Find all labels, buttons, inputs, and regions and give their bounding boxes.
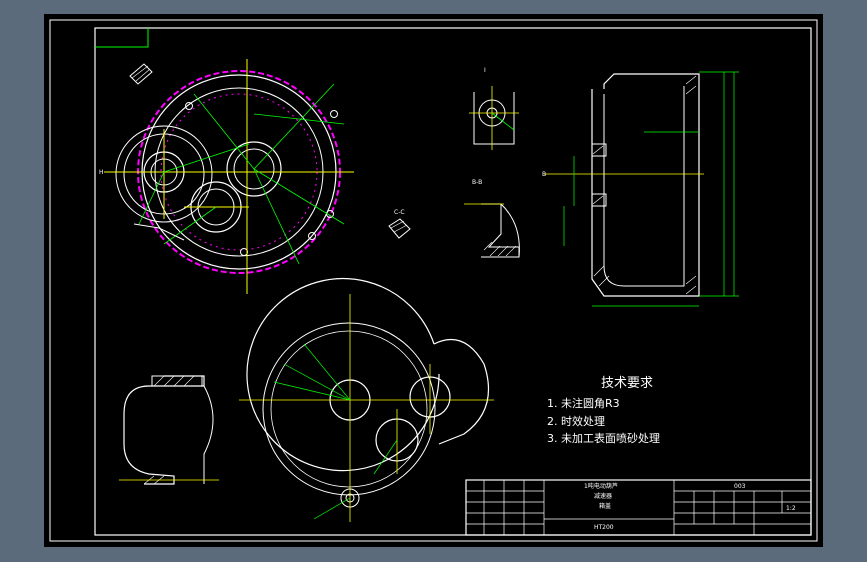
drawing-sheet: C-C H I B-B (44, 14, 823, 547)
top-view: C-C H (99, 59, 411, 294)
bottom-inner-rim-2 (270, 330, 428, 488)
bottom-dims (273, 343, 398, 520)
inner-frame (94, 27, 812, 536)
left-section-break (203, 385, 214, 484)
label-section-c: C-C (394, 209, 405, 216)
section-a-outline (591, 73, 700, 297)
title-block-grid (466, 480, 811, 535)
boss-1 (591, 143, 607, 157)
bearing-hole-2-inner (233, 148, 275, 190)
label-section-b: B-B (472, 179, 482, 186)
section-a-dims (563, 71, 739, 307)
bolt-hole (308, 232, 316, 240)
outer-border (49, 19, 818, 542)
tech-item-1: 1. 未注圆角R3 (547, 396, 620, 410)
label-direction-b: B (542, 171, 546, 178)
section-a-view: B (542, 71, 739, 307)
tech-requirements: 技术要求 1. 未注圆角R3 2. 时效处理 3. 未加工表面喷砂处理 (547, 376, 660, 445)
detail-i-view: I (469, 67, 519, 150)
side-boss (115, 125, 213, 223)
left-section-hatch (143, 375, 195, 485)
section-a-hatch (592, 75, 697, 295)
left-section-view (119, 375, 219, 485)
bottom-view (239, 277, 494, 522)
section-b-hatch (483, 241, 517, 257)
title-material: HT200 (594, 524, 614, 531)
title-part-name: 减速器 (594, 492, 612, 500)
view-arrow-block (129, 63, 153, 85)
bottom-lug (433, 338, 490, 445)
title-drawing-no: 003 (734, 483, 746, 490)
tech-title: 技术要求 (601, 376, 653, 391)
bolt-hole (185, 102, 193, 110)
detail-i-outline (473, 92, 515, 145)
bolt-hole (326, 210, 334, 218)
reference-tag (95, 28, 149, 48)
title-block-frame (465, 479, 812, 536)
title-scale: 1:2 (786, 505, 796, 512)
title-part-subname: 箱盖 (599, 502, 611, 510)
section-b-view: B-B (464, 179, 520, 258)
bolt-hole (240, 248, 248, 256)
cad-drawing: C-C H I B-B (49, 19, 818, 542)
bearing-hole-2 (226, 141, 282, 197)
section-c-block (388, 218, 411, 239)
section-a-inner (603, 86, 685, 287)
bolt-hole (330, 110, 338, 118)
bottom-outer-arc (246, 277, 440, 472)
section-b-curve (500, 203, 520, 258)
dimension-rays (138, 83, 345, 265)
lug (133, 223, 185, 241)
title-project: 1吨电动葫芦 (584, 482, 618, 490)
bottom-inner-rim (262, 322, 436, 496)
label-detail-i: I (484, 67, 486, 74)
tech-item-3: 3. 未加工表面喷砂处理 (547, 431, 660, 445)
left-flange (151, 375, 203, 387)
left-section-outline (123, 375, 205, 485)
title-block: 1吨电动葫芦 减速器 箱盖 HT200 003 1:2 (465, 479, 812, 536)
label-h: H (99, 169, 104, 176)
tech-item-2: 2. 时效处理 (547, 414, 605, 428)
boss-2 (591, 193, 607, 207)
